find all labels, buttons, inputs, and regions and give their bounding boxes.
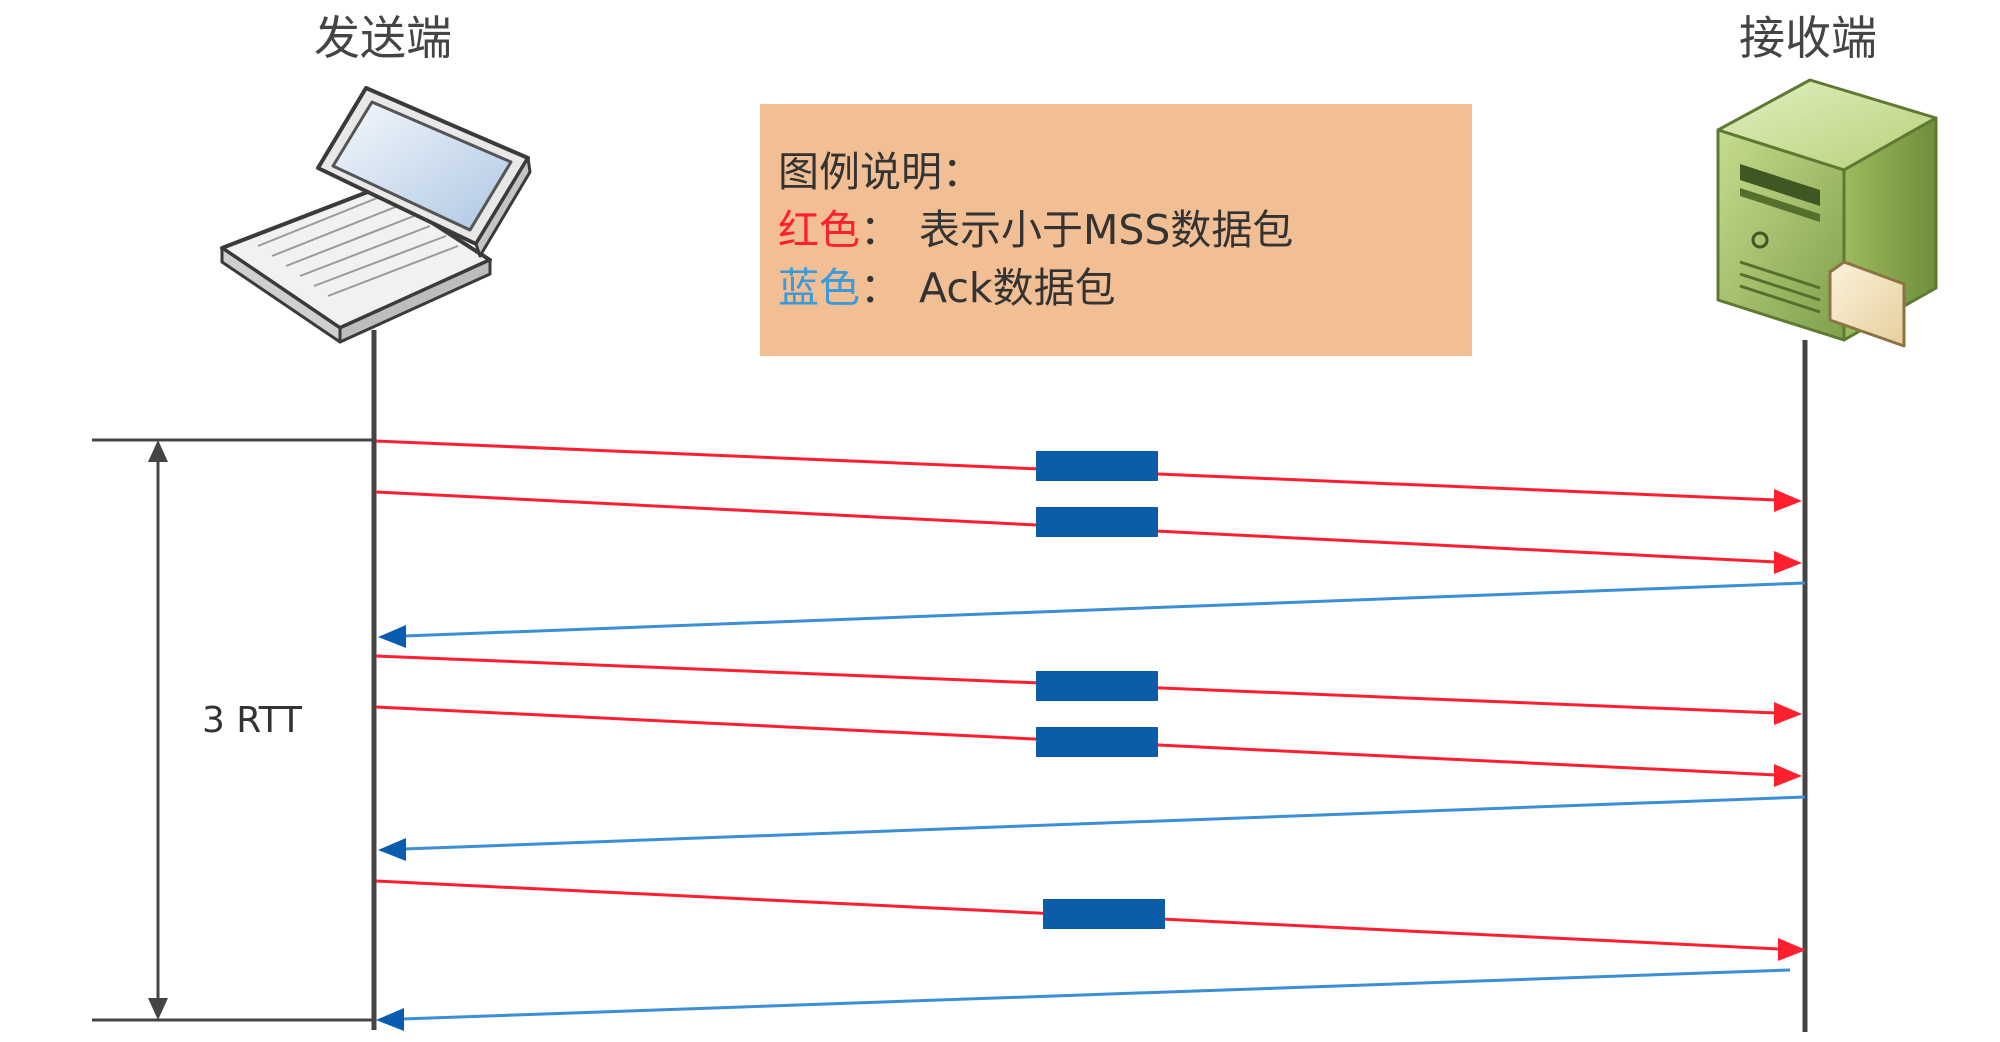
legend-blue-description: Ack数据包: [919, 264, 1116, 312]
legend-red-term: 红色: [778, 206, 860, 254]
data-packet-3: [375, 654, 1802, 725]
ack-packet-1: [378, 581, 1806, 648]
data-packet-arrowhead: [1774, 551, 1802, 574]
legend-blue-separator: ：: [860, 264, 901, 312]
data-packet-arrowhead: [1774, 702, 1802, 725]
data-packet-arrowhead: [1778, 938, 1806, 961]
server-icon: [1716, 78, 1938, 348]
rtt-arrow-down: [148, 998, 168, 1020]
packet-box: [1036, 451, 1158, 481]
laptop-icon: [220, 86, 532, 344]
data-packet-arrowhead: [1774, 489, 1802, 512]
ack-packet-3: [376, 968, 1791, 1031]
rtt-label: 3 RTT: [202, 700, 303, 741]
ack-arrowhead: [378, 838, 406, 861]
receiver-label: 接收端: [1739, 11, 1877, 65]
packet-box: [1036, 507, 1158, 537]
packet-box: [1036, 727, 1158, 757]
legend-blue-term: 蓝色: [778, 264, 860, 312]
packet-box: [1043, 899, 1165, 929]
legend-box: 图例说明： 红色： 表示小于MSS数据包 蓝色： Ack数据包: [760, 104, 1472, 356]
data-packet-2: [375, 490, 1802, 574]
data-packet-arrowhead: [1774, 764, 1802, 787]
rtt-arrow-up: [148, 440, 168, 462]
ack-arrowhead: [376, 1008, 404, 1031]
legend-title: 图例说明：: [778, 148, 983, 196]
ack-arrowhead: [378, 625, 406, 648]
sender-label: 发送端: [314, 11, 452, 65]
packet-box: [1036, 671, 1158, 701]
ack-packet-2: [378, 795, 1806, 861]
legend-red-entry: 红色： 表示小于MSS数据包: [778, 206, 1293, 254]
legend-blue-entry: 蓝色： Ack数据包: [778, 264, 1116, 312]
legend-background: [760, 104, 1472, 356]
data-packet-4: [375, 705, 1802, 787]
data-packet-1: [375, 439, 1802, 512]
data-packet-5: [375, 879, 1806, 961]
legend-red-separator: ：: [860, 206, 901, 254]
legend-red-description: 表示小于MSS数据包: [919, 206, 1293, 254]
